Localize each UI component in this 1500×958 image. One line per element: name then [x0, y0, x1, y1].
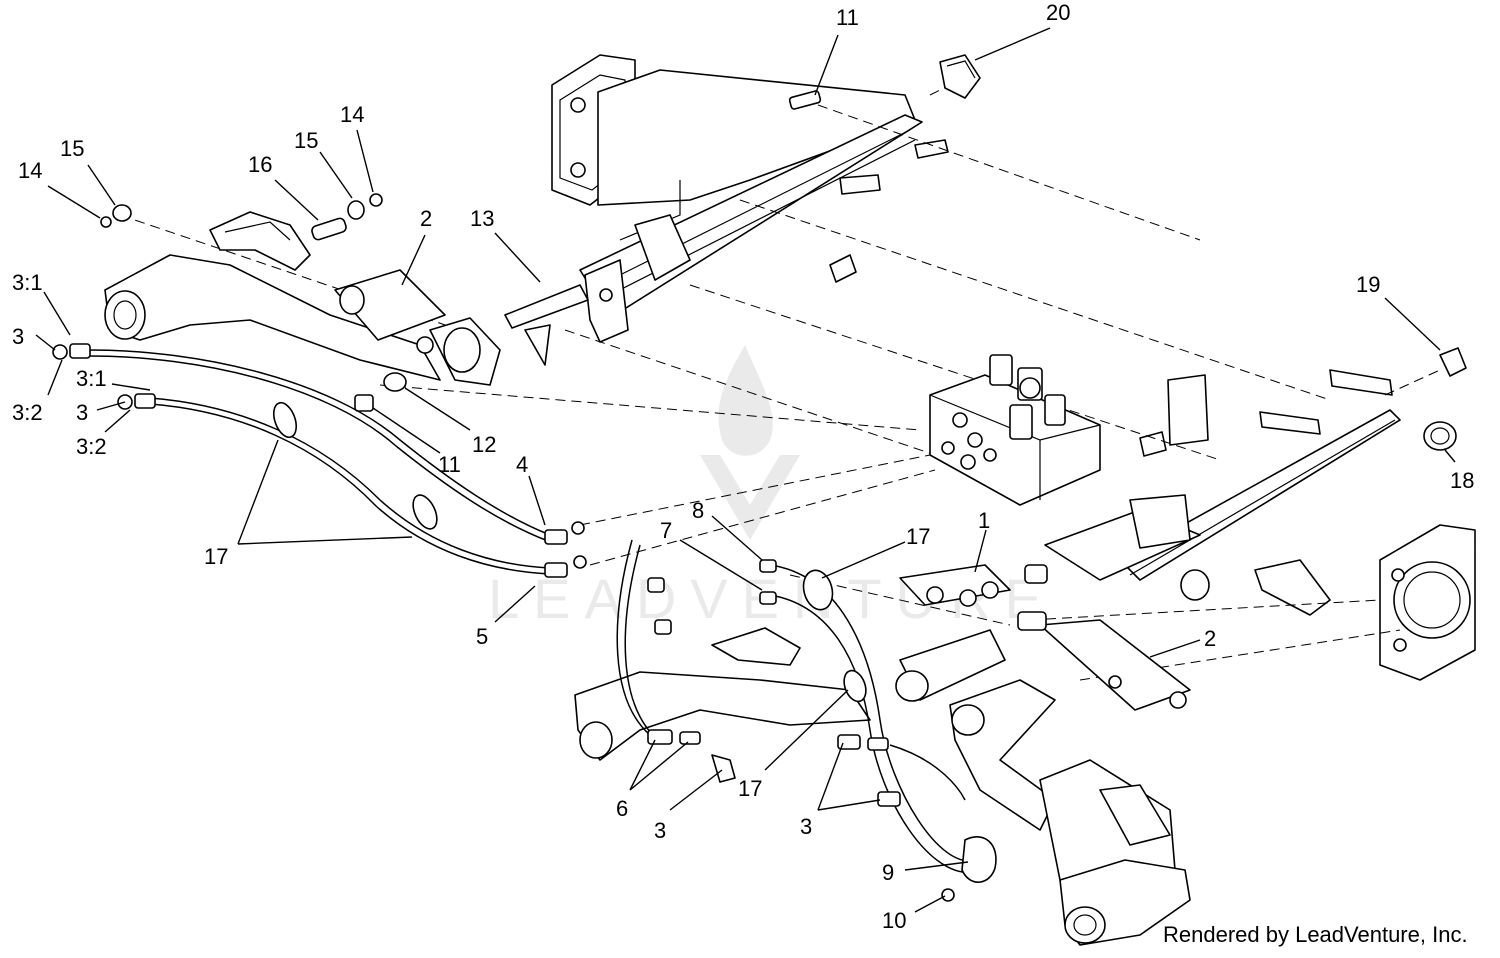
callout-15-mid: 15	[294, 128, 318, 153]
callout-11-mid: 11	[438, 452, 461, 477]
callout-3-a: 3	[12, 324, 24, 349]
callout-17-lower: 17	[738, 776, 762, 801]
callout-2-lower: 2	[1204, 626, 1216, 651]
callout-6: 6	[616, 796, 628, 821]
callout-19: 19	[1356, 272, 1380, 297]
leader-lines	[35, 27, 1456, 913]
callout-7: 7	[660, 518, 672, 543]
watermark-v-mark-icon	[700, 455, 800, 540]
callout-labels: 11 20 14 15 16 15 14 2 13 3:1 3 3:2 3:1 …	[12, 0, 1474, 933]
callout-3-2-b: 3:2	[76, 434, 107, 459]
callout-17-left: 17	[204, 544, 228, 569]
callout-15-left: 15	[60, 136, 84, 161]
callout-13: 13	[470, 206, 494, 231]
left-lift-arm	[104, 211, 589, 386]
upper-left-hardware	[100, 90, 822, 412]
callout-3-lower-left: 3	[654, 818, 666, 843]
right-hoses	[616, 539, 997, 902]
callout-8: 8	[692, 498, 704, 523]
left-hoses	[52, 343, 587, 578]
plugs	[939, 54, 1467, 451]
callout-9: 9	[882, 860, 894, 885]
callout-3-1-b: 3:1	[76, 366, 107, 391]
right-lift-arm	[574, 627, 1191, 946]
callout-3-lower-right: 3	[800, 814, 812, 839]
callout-10: 10	[882, 908, 906, 933]
render-credit: Rendered by LeadVenture, Inc.	[1163, 922, 1468, 947]
callout-12: 12	[472, 432, 496, 457]
callout-4: 4	[516, 452, 528, 477]
callout-16: 16	[248, 152, 272, 177]
callout-11-top: 11	[836, 5, 859, 30]
callout-1: 1	[978, 508, 990, 533]
main-frame	[551, 54, 1476, 681]
right-cylinders	[895, 494, 1210, 711]
callout-18: 18	[1450, 468, 1474, 493]
callout-2-upper: 2	[420, 206, 432, 231]
callout-14-mid: 14	[340, 102, 364, 127]
callout-3-b: 3	[76, 400, 88, 425]
callout-3-2-a: 3:2	[12, 400, 43, 425]
callout-5: 5	[476, 624, 488, 649]
watermark-flame-icon	[718, 345, 773, 456]
callout-20: 20	[1046, 0, 1070, 25]
callout-3-1-a: 3:1	[12, 270, 43, 295]
hydraulic-valve-block	[929, 354, 1101, 506]
callout-17-right: 17	[906, 524, 930, 549]
callout-14-left: 14	[18, 158, 42, 183]
